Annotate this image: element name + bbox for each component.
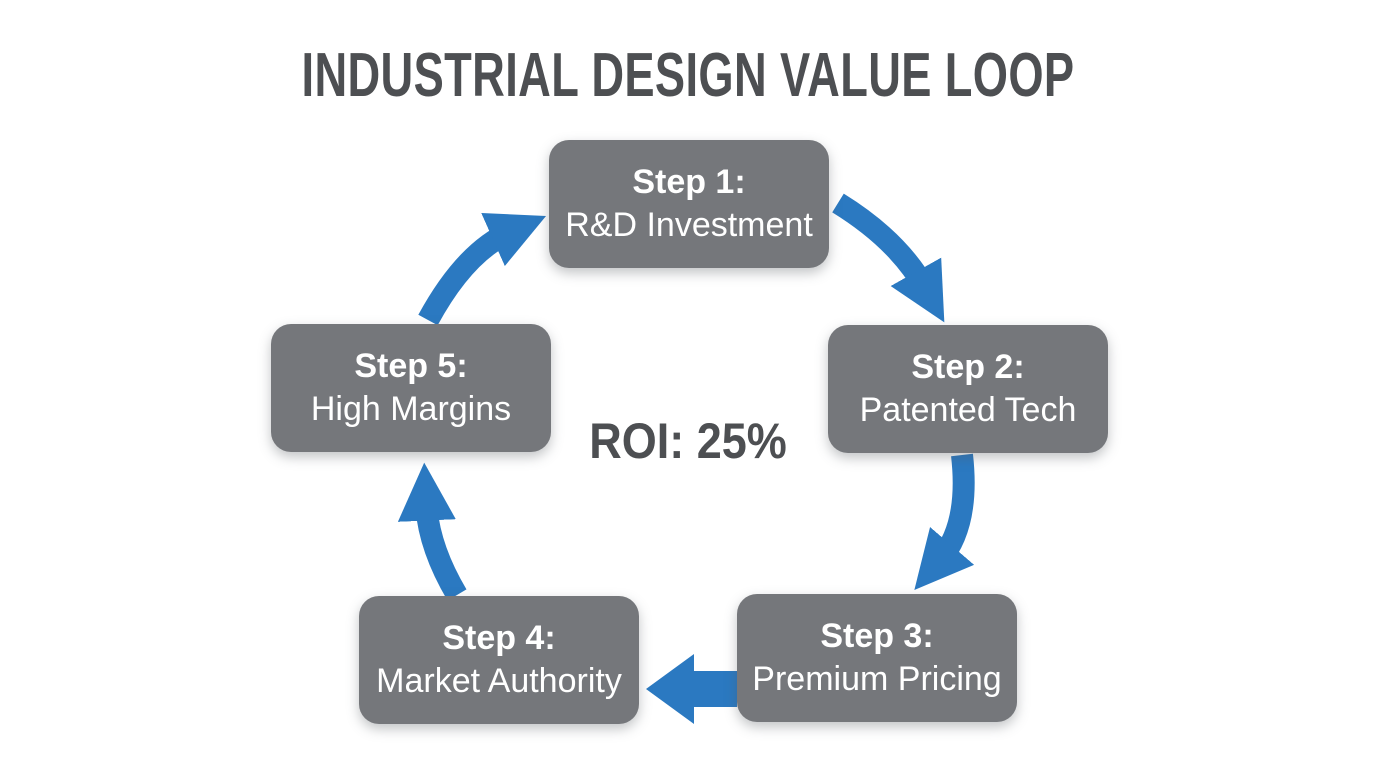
step-4-box: Step 4: Market Authority xyxy=(359,596,639,724)
step-3-box: Step 3: Premium Pricing xyxy=(737,594,1017,722)
step-1-label: Step 1: xyxy=(632,163,746,202)
step-4-label: Step 4: xyxy=(442,619,556,658)
step-5-box: Step 5: High Margins xyxy=(271,324,551,452)
step-3-label: Step 3: xyxy=(820,617,934,656)
step-2-box: Step 2: Patented Tech xyxy=(828,325,1108,453)
arrow-step3-to-step4-icon xyxy=(646,654,737,724)
step-4-name: Market Authority xyxy=(376,662,622,700)
step-1-box: Step 1: R&D Investment xyxy=(549,140,829,268)
page-title: INDUSTRIAL DESIGN VALUE LOOP xyxy=(301,41,1075,110)
step-5-name: High Margins xyxy=(310,390,512,428)
arrow-step1-to-step2-icon xyxy=(832,193,945,323)
step-3-name: Premium Pricing xyxy=(752,660,1002,698)
step-2-label: Step 2: xyxy=(911,348,1025,387)
step-2-name: Patented Tech xyxy=(859,391,1077,429)
step-5-label: Step 5: xyxy=(354,347,468,386)
arrow-step4-to-step5-icon xyxy=(397,462,467,601)
arrow-step5-to-step1-icon xyxy=(418,213,547,326)
arrow-step2-to-step3-icon xyxy=(914,453,975,590)
roi-value: ROI: 25% xyxy=(589,413,787,469)
step-1-name: R&D Investment xyxy=(565,206,813,244)
